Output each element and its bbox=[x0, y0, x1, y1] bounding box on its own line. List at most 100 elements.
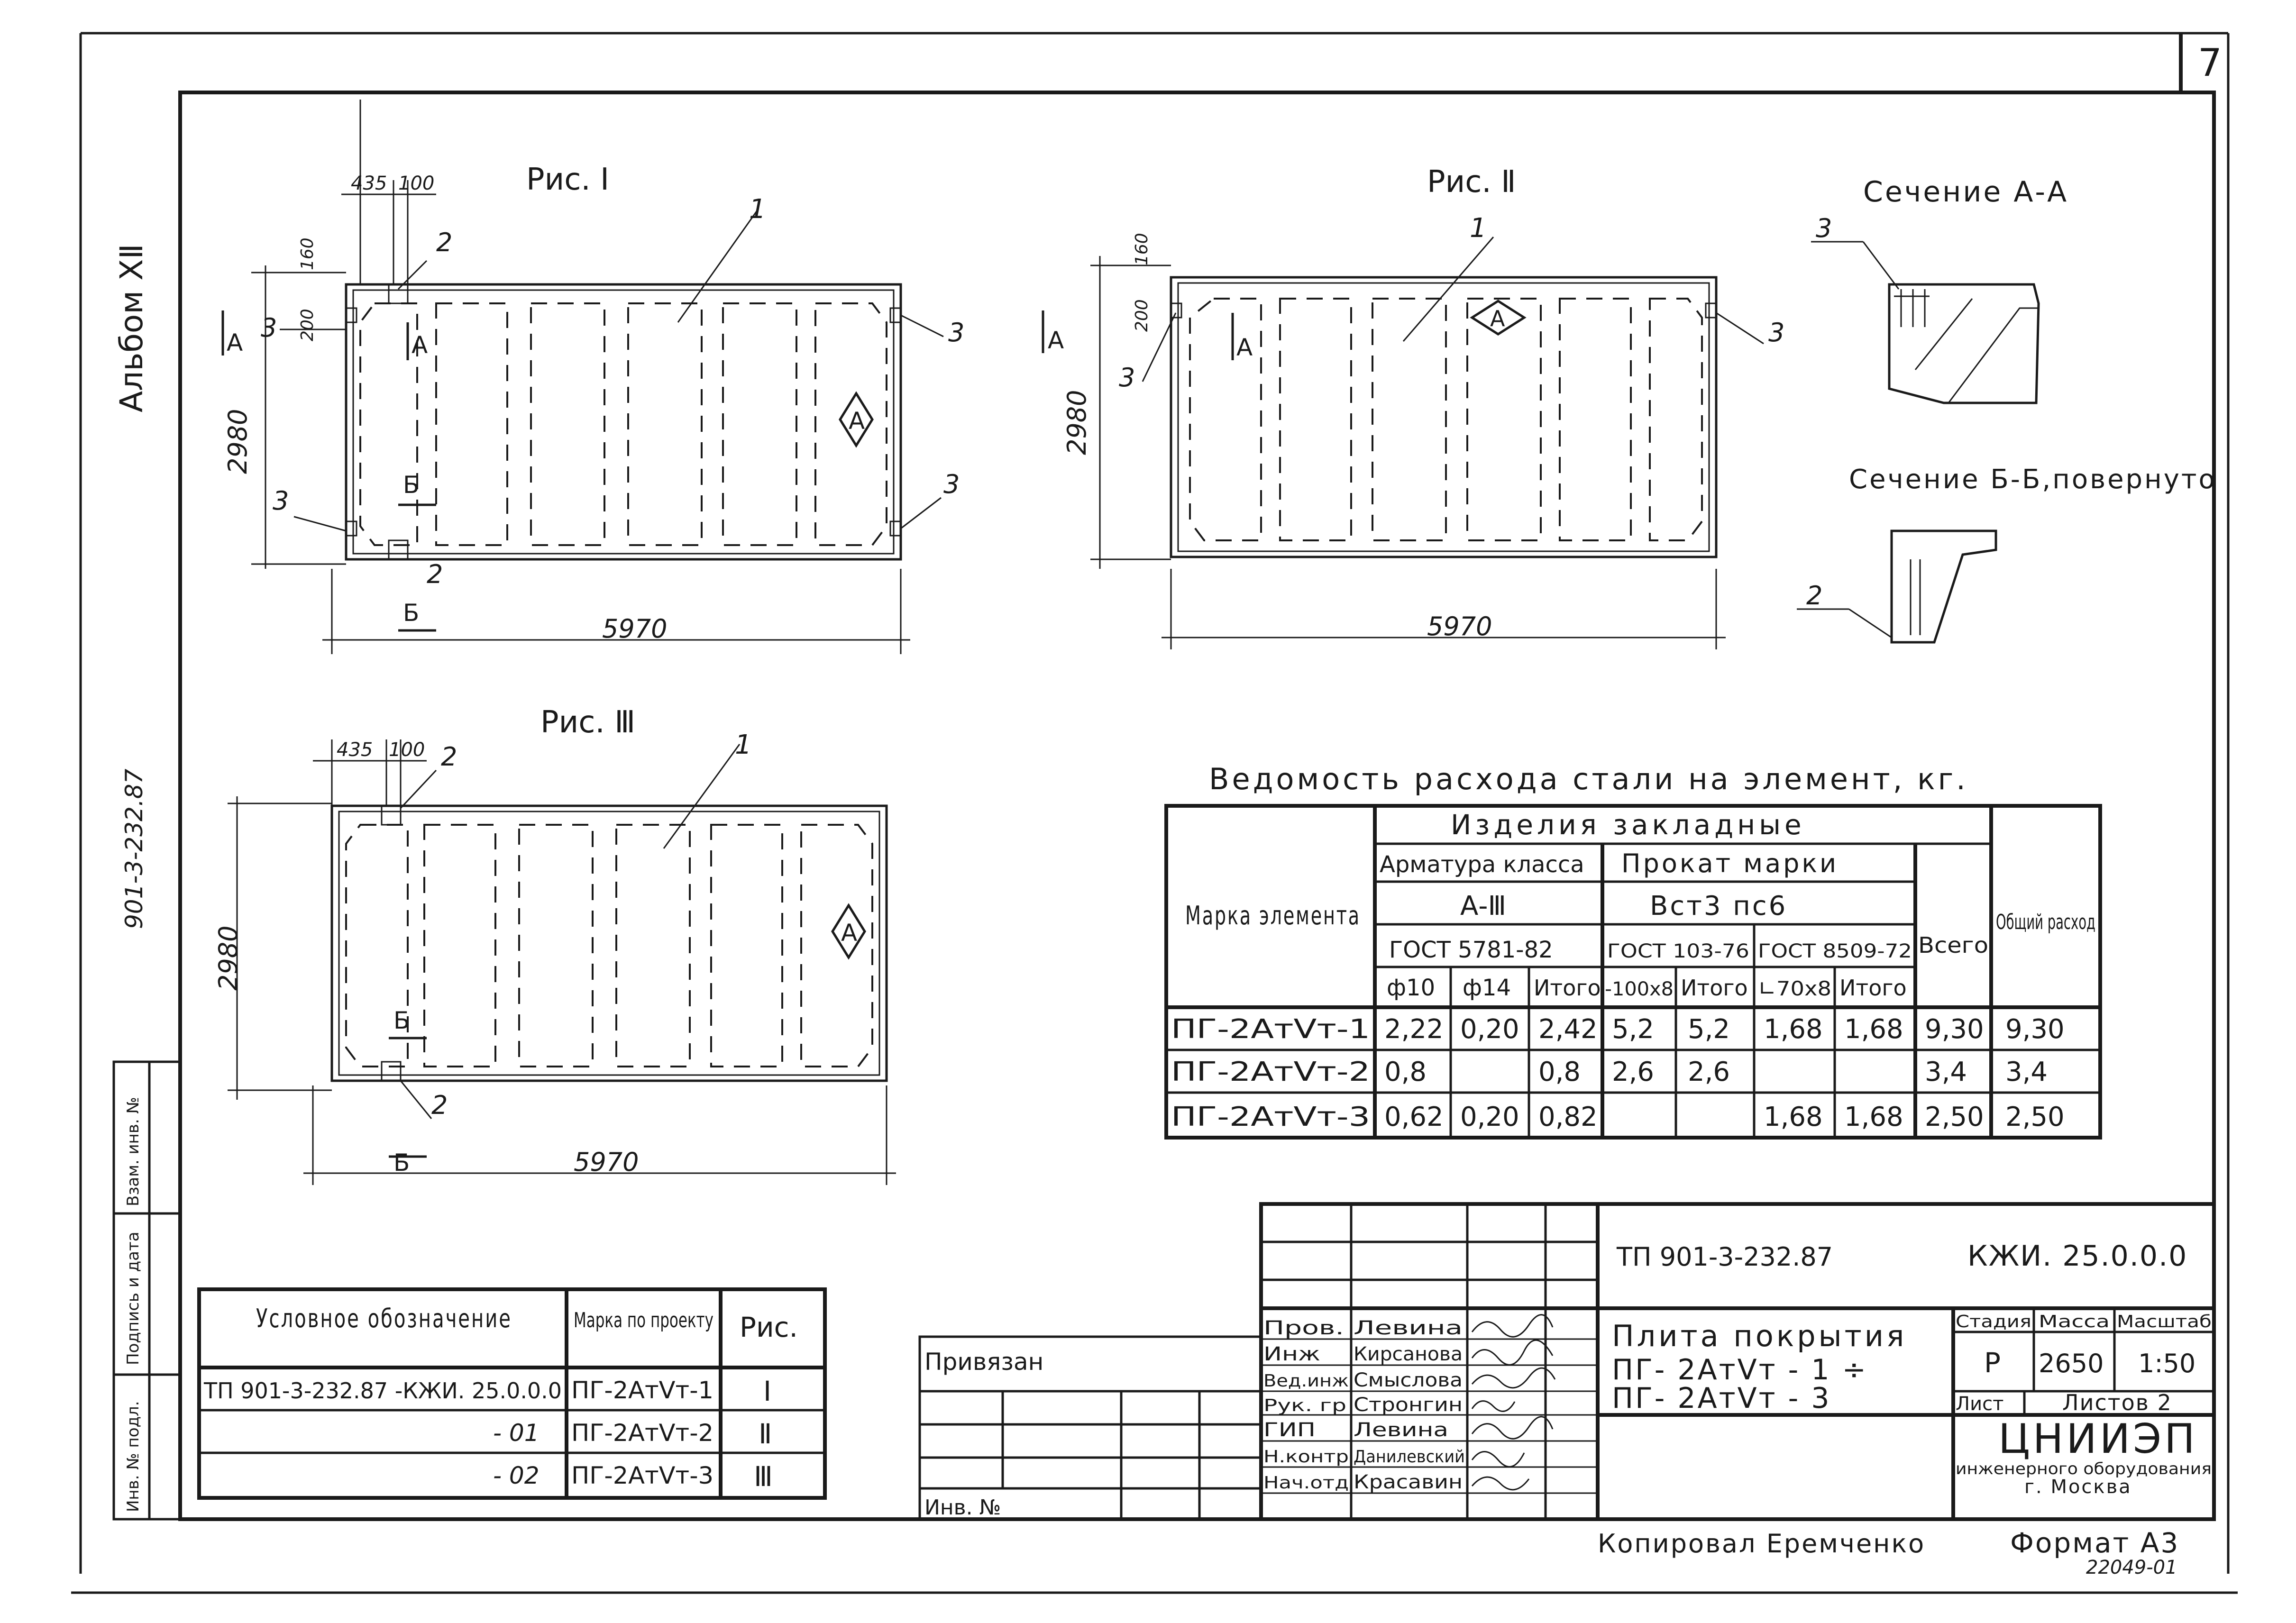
steel-h-mark: Марка элемента bbox=[1185, 901, 1361, 930]
side-strip: Инв. № подл. Подпись и дата Взам. инв. № bbox=[112, 1060, 182, 1521]
staff-role-7: Нач.отд bbox=[1263, 1473, 1349, 1493]
binding-table: Привязан Инв. № bbox=[918, 1335, 1262, 1521]
fig3-callout-2-top: 2 bbox=[441, 742, 457, 772]
desig-row1-mark: ПГ-2АтVт-1 bbox=[571, 1377, 713, 1404]
staff-name-3: Смыслова bbox=[1354, 1369, 1463, 1391]
signature bbox=[1471, 1451, 1525, 1468]
fig2-callout-3-left: 3 bbox=[1119, 363, 1135, 392]
desig-row3-symbol: - 02 bbox=[493, 1462, 540, 1489]
stamp-number: 22049-01 bbox=[2086, 1557, 2177, 1578]
fig1-dim-5970: 5970 bbox=[602, 614, 667, 644]
steel-row1-c7: 9,30 bbox=[1925, 1014, 1984, 1045]
desig-h-symbol: Условное обозначение bbox=[256, 1304, 512, 1333]
steel-row3-c2: 0,82 bbox=[1538, 1102, 1598, 1132]
steel-sub-f14: ф14 bbox=[1463, 975, 1511, 1001]
steel-h-gost-plate: ГОСТ 103-76 bbox=[1607, 940, 1749, 962]
steel-row3-c1: 0,20 bbox=[1460, 1102, 1519, 1132]
fig1-section-a-inner: А bbox=[412, 331, 428, 359]
section-aa: Сечение А-А 3 bbox=[1811, 175, 2067, 404]
steel-sub-total1: Итого bbox=[1534, 975, 1601, 1001]
steel-h-overall: Общий расход bbox=[1996, 910, 2095, 934]
section-bb: Сечение Б-Б,повернуто 2 bbox=[1797, 464, 2217, 644]
fig1-dim-100: 100 bbox=[398, 173, 434, 194]
steel-row1-c1: 0,20 bbox=[1460, 1014, 1519, 1045]
steel-row3-c8: 2,50 bbox=[2005, 1102, 2065, 1132]
fig3-callout-1: 1 bbox=[735, 729, 752, 760]
fig3-dim-2980: 2980 bbox=[213, 926, 243, 991]
steel-row2-mark: ПГ-2АтⅤт-2 bbox=[1171, 1057, 1370, 1087]
steel-row1-c5: 1,68 bbox=[1764, 1014, 1823, 1045]
binding-inv: Инв. № bbox=[924, 1495, 1001, 1520]
steel-h-rebar-grade: А-Ⅲ bbox=[1460, 891, 1506, 921]
signature bbox=[1471, 1339, 1554, 1366]
fig1-callout-1: 1 bbox=[749, 194, 766, 225]
fig2-title: Рис. Ⅱ bbox=[1427, 164, 1516, 200]
doc-code-vertical: 901-3-232.87 bbox=[120, 769, 148, 929]
steel-row1-c8: 9,30 bbox=[2005, 1014, 2065, 1045]
fig1-mark: А bbox=[849, 407, 865, 435]
section-bb-title: Сечение Б-Б,повернуто bbox=[1849, 464, 2217, 495]
fig2-callout-1: 1 bbox=[1470, 213, 1487, 244]
steel-row1-c2: 2,42 bbox=[1538, 1014, 1598, 1045]
desig-h-fig: Рис. bbox=[740, 1311, 798, 1343]
fig1-callout-3-br: 3 bbox=[943, 469, 960, 499]
tb-scale: 1:50 bbox=[2138, 1349, 2195, 1378]
figure-2: Рис. Ⅱ А 1 2980 160 200 5970 А А 3 3 bbox=[1042, 164, 1784, 649]
staff-role-5: ГИП bbox=[1263, 1419, 1316, 1441]
tb-sheet-label: Лист bbox=[1956, 1393, 2003, 1415]
copied-by: Копировал Еремченко bbox=[1598, 1529, 1925, 1559]
fig2-dim-5970: 5970 bbox=[1427, 611, 1492, 641]
fig1-callout-2-top: 2 bbox=[436, 228, 452, 257]
tb-stage: Р bbox=[1984, 1347, 2001, 1379]
steel-h-rolled-grade: Вст3 пс6 bbox=[1650, 891, 1787, 921]
tb-name-2: ПГ- 2АтVт - 1 ÷ bbox=[1612, 1353, 1868, 1386]
steel-sub-total2: Итого bbox=[1681, 975, 1748, 1001]
tb-code: КЖИ. 25.0.0.0 bbox=[1967, 1240, 2187, 1273]
fig2-callout-3-right: 3 bbox=[1768, 318, 1784, 347]
fig1-callout-2-bottom: 2 bbox=[427, 559, 443, 589]
staff-name-2: Кирсанова bbox=[1354, 1343, 1463, 1365]
fig2-dim-200: 200 bbox=[1132, 299, 1152, 332]
fig1-section-b-top: Б bbox=[403, 471, 419, 499]
fig1-embedded-top-2 bbox=[388, 283, 409, 304]
fig1-dim-435: 435 bbox=[351, 173, 387, 194]
steel-row3-c6: 1,68 bbox=[1844, 1102, 1903, 1132]
steel-row2-c4: 2,6 bbox=[1688, 1057, 1730, 1087]
staff-role-3: Вед.инж bbox=[1263, 1371, 1349, 1391]
tb-sheets-label: Листов 2 bbox=[2062, 1390, 2172, 1415]
fig3-title: Рис. Ⅲ bbox=[540, 705, 635, 740]
fig3-callout-2-bottom: 2 bbox=[431, 1090, 448, 1120]
staff-role-2: Инж bbox=[1263, 1343, 1320, 1365]
desig-row2-mark: ПГ-2АтVт-2 bbox=[571, 1419, 713, 1447]
figure-3: Рис. Ⅲ А 1 435 100 2 2980 5970 Б Б bbox=[213, 705, 896, 1185]
album-label: Альбом ⅩⅡ bbox=[113, 244, 150, 412]
fig2-dim-160: 160 bbox=[1132, 233, 1152, 265]
steel-row1-c0: 2,22 bbox=[1384, 1014, 1444, 1045]
staff-role-1: Пров. bbox=[1263, 1317, 1344, 1339]
steel-row1-mark: ПГ-2АтⅤт-1 bbox=[1171, 1014, 1370, 1045]
staff-role-4: Рук. гр bbox=[1263, 1396, 1346, 1415]
fig2-mark: А bbox=[1490, 306, 1505, 331]
steel-row2-c0: 0,8 bbox=[1384, 1057, 1427, 1087]
binding-label: Привязан bbox=[924, 1348, 1043, 1376]
steel-row3-mark: ПГ-2АтⅤт-3 bbox=[1171, 1102, 1370, 1132]
fig2-dim-2980: 2980 bbox=[1062, 390, 1092, 455]
steel-h-total-all: Всего bbox=[1918, 932, 1988, 958]
steel-row2-c2: 0,8 bbox=[1538, 1057, 1581, 1087]
desig-row2-symbol: - 01 bbox=[493, 1419, 540, 1447]
figure-1: Рис. Ⅰ А 1 435 100 2980 160 200 5970 bbox=[221, 100, 964, 654]
fig2-section-a: А bbox=[1048, 327, 1064, 354]
steel-sub-total3: Итого bbox=[1839, 975, 1907, 1001]
tb-name-3: ПГ- 2АтVт - 3 bbox=[1612, 1382, 1831, 1415]
fig3-mark-diamond bbox=[831, 903, 866, 960]
strip-replace-label: Взам. инв. № bbox=[124, 1097, 143, 1206]
signature bbox=[1471, 1367, 1556, 1389]
staff-role-6: Н.контр bbox=[1263, 1447, 1349, 1467]
tb-h-mass: Масса bbox=[2039, 1312, 2110, 1331]
fig2-section-a-inner: А bbox=[1236, 334, 1253, 361]
desig-h-mark: Марка по проекту bbox=[574, 1308, 713, 1332]
sheet-frame bbox=[71, 32, 2238, 1594]
staff-name-5: Левина bbox=[1354, 1419, 1448, 1441]
tb-h-scale: Масштаб bbox=[2117, 1312, 2212, 1331]
